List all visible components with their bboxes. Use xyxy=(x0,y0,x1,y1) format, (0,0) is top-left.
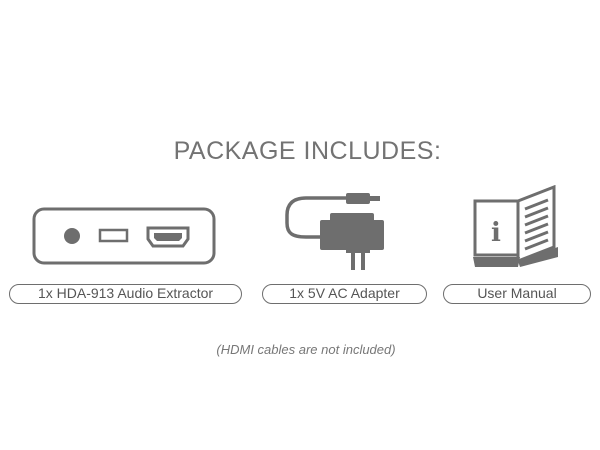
ac-adapter-label: 1x 5V AC Adapter xyxy=(262,284,427,304)
audio-extractor-icon xyxy=(32,207,216,265)
user-manual-icon: i xyxy=(473,185,558,267)
cables-not-included-note: (HDMI cables are not included) xyxy=(216,342,396,357)
ac-adapter-icon xyxy=(285,193,384,270)
audio-extractor-label: 1x HDA-913 Audio Extractor xyxy=(9,284,242,304)
user-manual-label: User Manual xyxy=(443,284,591,304)
package-title: PACKAGE INCLUDES: xyxy=(173,137,442,165)
info-letter: i xyxy=(491,218,501,248)
